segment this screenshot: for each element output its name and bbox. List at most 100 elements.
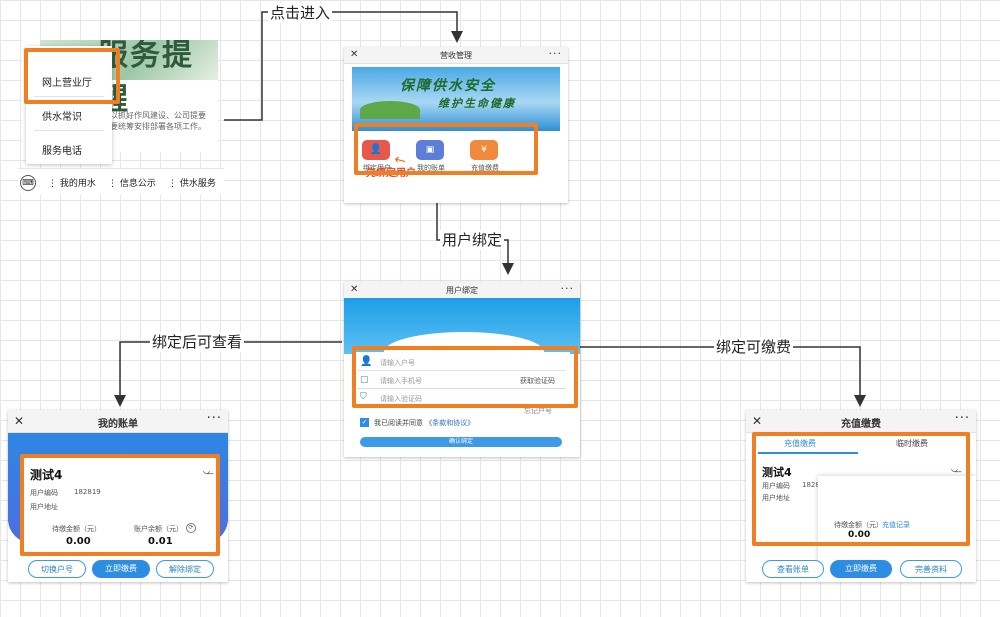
connector-bind-to-pay bbox=[580, 346, 866, 407]
forgot-account-text[interactable]: 忘记户号 bbox=[524, 407, 552, 415]
bill-topbar: ✕ 我的账单 ··· bbox=[8, 410, 228, 433]
pay-user-code: 1828 bbox=[802, 481, 820, 489]
pay-topbar: ✕ 充值缴费 ··· bbox=[746, 410, 976, 433]
close-icon[interactable]: ✕ bbox=[14, 414, 25, 428]
view-bill-button[interactable]: 查看账单 bbox=[762, 560, 824, 578]
pay-now-button[interactable]: 立即缴费 bbox=[830, 560, 892, 578]
recharge-label: 充值缴费 bbox=[471, 164, 499, 172]
refresh-icon[interactable]: ⟳ bbox=[186, 523, 196, 533]
unbind-button[interactable]: 解除绑定 bbox=[156, 560, 214, 578]
bind-topbar: ✕ 用户绑定 ··· bbox=[344, 282, 580, 299]
bill-balance-value: 0.01 bbox=[148, 536, 173, 547]
eye-hide-icon[interactable]: ◡͟ bbox=[951, 464, 958, 473]
menu-dropdown: 网上营业厅 供水常识 服务电话 bbox=[26, 46, 112, 164]
bill-pending-value: 0.00 bbox=[66, 536, 91, 547]
bill-title: 我的账单 bbox=[98, 419, 138, 430]
user-icon: 👤 bbox=[360, 356, 373, 367]
bill-card: 测试4 ◡͟ 用户编码 182819 用户地址 待缴金额（元） 0.00 账户余… bbox=[22, 454, 218, 554]
bill-user-code: 182819 bbox=[74, 488, 101, 496]
complete-info-button[interactable]: 完善资料 bbox=[900, 560, 962, 578]
switch-account-button[interactable]: 切换户号 bbox=[28, 560, 86, 578]
bind-screen: ✕ 用户绑定 ··· 👤 请输入户号 ▢ 请输入手机号 获取验证码 ⛉ 请输入验… bbox=[344, 282, 580, 457]
pay-user-code-label: 用户编码 bbox=[762, 482, 790, 490]
field-divider bbox=[358, 388, 566, 389]
highlight-business-icons bbox=[354, 123, 538, 175]
account-input[interactable]: 请输入户号 bbox=[380, 359, 415, 367]
menu-screen: 服务提醒 以抓好作风建设、公司提要 要统筹安排部署各项工作。 网上营业厅 供水常… bbox=[18, 40, 224, 195]
banner-line1: 保障供水安全 bbox=[400, 78, 496, 94]
active-tab-indicator bbox=[758, 452, 858, 454]
bill-account-name: 测试4 bbox=[30, 468, 63, 482]
close-icon[interactable]: ✕ bbox=[752, 414, 763, 428]
highlight-bind-form bbox=[352, 346, 578, 408]
eye-hide-icon[interactable]: ◡͟ bbox=[203, 466, 210, 475]
close-icon[interactable]: ✕ bbox=[350, 49, 359, 60]
business-banner: 保障供水安全 维护生命健康 bbox=[352, 67, 560, 131]
tab-water-service[interactable]: ⋮ 供水服务 bbox=[168, 179, 216, 189]
pay-pending-value: 0.00 bbox=[848, 530, 871, 540]
menu-item-water-knowledge[interactable]: 供水常识 bbox=[42, 112, 82, 123]
more-icon[interactable]: ··· bbox=[206, 411, 222, 426]
menu-item-online-hall[interactable]: 网上营业厅 bbox=[42, 78, 92, 89]
more-icon[interactable]: ··· bbox=[560, 282, 574, 295]
menu-bottom-bar: ⌨ ⋮ 我的用水 ⋮ 信息公示 ⋮ 供水服务 bbox=[18, 168, 224, 195]
banner-line2: 维护生命健康 bbox=[438, 97, 516, 110]
pay-screen: ✕ 充值缴费 ··· 充值缴费 临时缴费 测试4 ◡͟ 用户编码 1828 用户… bbox=[746, 410, 976, 582]
banner-leaf bbox=[360, 101, 420, 119]
pay-address-label: 用户地址 bbox=[762, 494, 790, 502]
menu-snippet: 以抓好作风建设、公司提要 要统筹安排部署各项工作。 bbox=[110, 110, 222, 132]
bill-balance-label: 账户余额（元） bbox=[134, 525, 183, 533]
flow-label-click-enter: 点击进入 bbox=[268, 3, 333, 23]
bill-icon[interactable]: ▣ bbox=[416, 140, 444, 160]
connector-menu-to-business bbox=[224, 11, 463, 121]
highlight-bill-card bbox=[20, 454, 220, 556]
more-icon[interactable]: ··· bbox=[954, 411, 970, 426]
phone-icon: ▢ bbox=[360, 375, 369, 385]
bind-title: 用户绑定 bbox=[446, 286, 478, 295]
tab-recharge[interactable]: 充值缴费 bbox=[784, 439, 816, 448]
close-icon[interactable]: ✕ bbox=[350, 284, 359, 295]
business-screen: ✕ 营收管理 ··· 保障供水安全 维护生命健康 👤 绑定用户 ▣ 我的账单 ¥… bbox=[344, 47, 568, 203]
tab-info-public[interactable]: ⋮ 信息公示 bbox=[108, 179, 156, 189]
recharge-record-link[interactable]: 充值记录 bbox=[882, 521, 910, 529]
bind-form: 👤 请输入户号 ▢ 请输入手机号 获取验证码 ⛉ 请输入验证码 bbox=[354, 352, 570, 408]
business-topbar: ✕ 营收管理 ··· bbox=[344, 47, 568, 64]
agree-text: 我已阅读并同意 《条款和协议》 bbox=[374, 419, 475, 427]
get-code-button[interactable]: 获取验证码 bbox=[520, 377, 555, 385]
my-bill-label: 我的账单 bbox=[417, 164, 445, 172]
flow-label-user-bind: 用户绑定 bbox=[440, 230, 505, 250]
pay-now-button[interactable]: 立即缴费 bbox=[92, 560, 150, 578]
agreement-link[interactable]: 《条款和协议》 bbox=[425, 419, 475, 427]
menu-snippet-line1: 以抓好作风建设、公司提要 bbox=[110, 111, 206, 120]
menu-divider bbox=[34, 130, 104, 131]
code-input[interactable]: 请输入验证码 bbox=[380, 395, 422, 403]
bill-screen: ✕ 我的账单 ··· 测试4 ◡͟ 用户编码 182819 用户地址 待缴金额（… bbox=[8, 410, 228, 582]
flow-label-after-bind-pay: 绑定可缴费 bbox=[714, 337, 794, 357]
pay-title: 充值缴费 bbox=[841, 419, 881, 430]
confirm-bind-button[interactable]: 确认绑定 bbox=[360, 437, 562, 447]
menu-divider bbox=[34, 96, 104, 97]
connector-bind-to-bill bbox=[114, 341, 342, 407]
bill-pending-label: 待缴金额（元） bbox=[52, 525, 101, 533]
business-title: 营收管理 bbox=[440, 51, 472, 60]
field-divider bbox=[358, 370, 566, 371]
menu-item-service-phone[interactable]: 服务电话 bbox=[42, 146, 82, 157]
shield-icon: ⛉ bbox=[360, 392, 367, 402]
highlight-pay-card bbox=[752, 432, 970, 546]
highlight-online-hall bbox=[24, 48, 120, 104]
pay-pending-label: 待缴金额（元） bbox=[834, 521, 883, 529]
pay-icon[interactable]: ¥ bbox=[470, 140, 498, 160]
phone-input[interactable]: 请输入手机号 bbox=[380, 377, 422, 385]
agree-checkbox[interactable]: ✓ bbox=[360, 418, 369, 427]
keyboard-icon[interactable]: ⌨ bbox=[20, 175, 36, 191]
tab-my-water[interactable]: ⋮ 我的用水 bbox=[48, 179, 96, 189]
more-icon[interactable]: ··· bbox=[548, 47, 562, 60]
pay-account-name: 测试4 bbox=[762, 466, 792, 479]
bill-user-code-label: 用户编码 bbox=[30, 489, 58, 497]
bind-user-icon[interactable]: 👤 bbox=[362, 140, 390, 160]
flow-label-after-bind-view: 绑定后可查看 bbox=[150, 332, 245, 352]
bind-user-label: 绑定用户 bbox=[363, 164, 391, 172]
menu-snippet-line2: 要统筹安排部署各项工作。 bbox=[110, 122, 206, 131]
tab-temporary-pay[interactable]: 临时缴费 bbox=[896, 439, 928, 448]
